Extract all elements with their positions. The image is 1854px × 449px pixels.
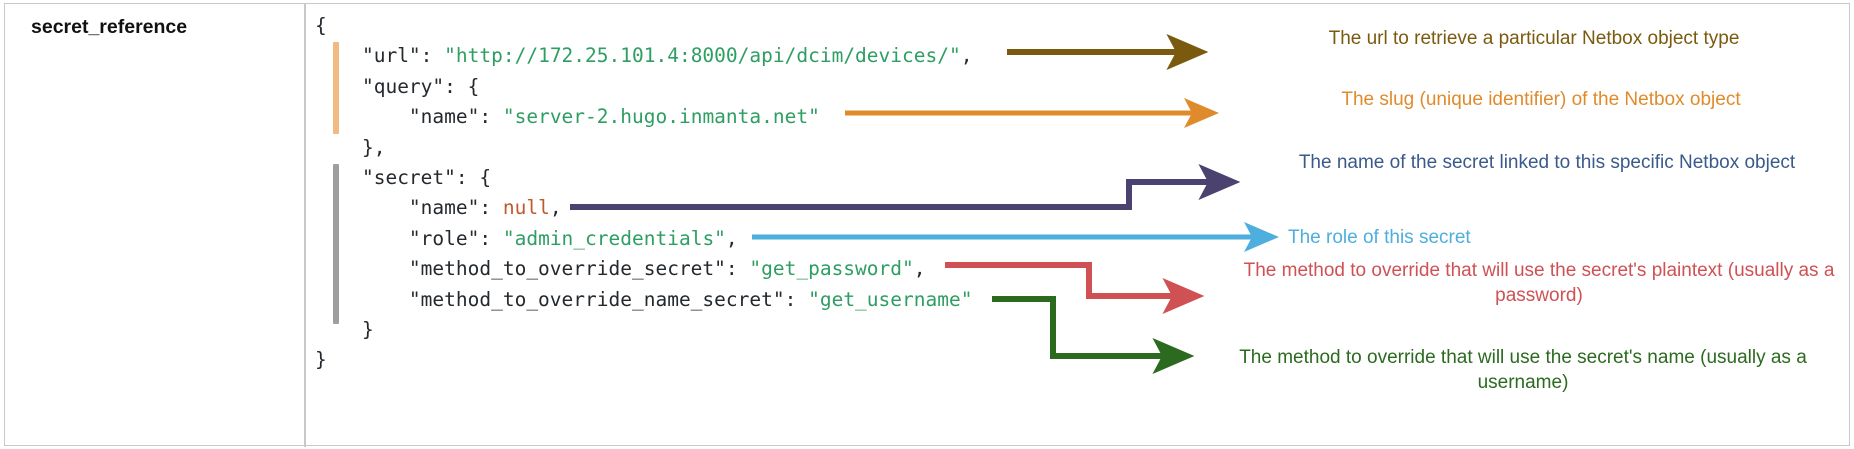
code-line: "url": "http://172.25.101.4:8000/api/dci…: [315, 41, 973, 71]
code-token-str: "get_password": [749, 257, 914, 281]
code-indent: [315, 166, 362, 189]
code-token-key: "name": [408, 105, 480, 129]
code-token-punc: ,: [549, 196, 562, 220]
code-token-key: "name": [408, 196, 480, 220]
code-token-str: "admin_credentials": [502, 226, 726, 250]
indent-guide-secret-block: [333, 164, 339, 324]
row-label: secret_reference: [31, 16, 188, 38]
code-token-str: "server-2.hugo.inmanta.net": [502, 105, 820, 129]
code-indent: [315, 105, 409, 128]
json-code-block: { "url": "http://172.25.101.4:8000/api/d…: [315, 11, 972, 376]
code-indent: [315, 44, 362, 67]
code-line: "role": "admin_credentials",: [315, 224, 972, 254]
code-line: "name": "server-2.hugo.inmanta.net": [315, 102, 972, 132]
code-token-punc: }: [361, 317, 374, 341]
code-token-punc: ,: [725, 226, 738, 250]
code-token-punc: :: [479, 196, 503, 220]
column-divider: [304, 4, 306, 447]
code-indent: [315, 196, 409, 219]
code-token-punc: :: [784, 287, 809, 311]
code-line: }: [315, 345, 972, 375]
code-token-str: "get_username": [808, 287, 973, 311]
code-indent: [315, 227, 409, 250]
code-token-punc: },: [361, 135, 386, 159]
code-token-punc: :: [479, 105, 503, 129]
code-token-str: "http://172.25.101.4:8000/api/dcim/devic…: [444, 44, 961, 68]
code-line: },: [315, 133, 972, 163]
code-indent: [315, 288, 409, 311]
code-token-key: "method_to_override_secret": [408, 257, 726, 281]
code-token-key: "method_to_override_name_secret": [408, 287, 785, 311]
code-token-key: "query": [361, 74, 445, 98]
code-line: "method_to_override_name_secret": "get_u…: [315, 285, 973, 315]
code-line: "name": null,: [315, 193, 972, 223]
code-cell: { "url": "http://172.25.101.4:8000/api/d…: [306, 4, 1850, 447]
code-token-punc: ,: [960, 44, 973, 68]
code-token-punc: :: [479, 226, 503, 250]
code-indent: [315, 318, 362, 341]
code-token-punc: }: [315, 348, 327, 372]
code-indent: [315, 136, 362, 159]
code-line: "query": {: [315, 72, 972, 102]
code-line: {: [315, 11, 972, 41]
code-token-key: "url": [361, 44, 421, 68]
code-indent: [315, 75, 362, 98]
code-token-punc: : {: [444, 74, 480, 98]
code-line: }: [315, 315, 972, 345]
code-token-punc: ,: [913, 257, 926, 281]
indent-guide-url-query-block: [333, 42, 339, 134]
code-line: "secret": {: [315, 163, 972, 193]
code-token-punc: : {: [455, 165, 492, 189]
code-token-punc: {: [315, 14, 327, 37]
code-token-punc: :: [420, 44, 445, 68]
code-indent: [315, 257, 409, 280]
code-token-key: "role": [408, 226, 480, 250]
code-token-null: null: [502, 196, 550, 220]
code-token-punc: :: [725, 257, 750, 281]
table-frame: secret_reference { "url": "http://172.25…: [4, 3, 1850, 447]
code-token-key: "secret": [361, 165, 456, 189]
code-line: "method_to_override_secret": "get_passwo…: [315, 254, 972, 284]
label-cell: secret_reference: [5, 4, 304, 447]
